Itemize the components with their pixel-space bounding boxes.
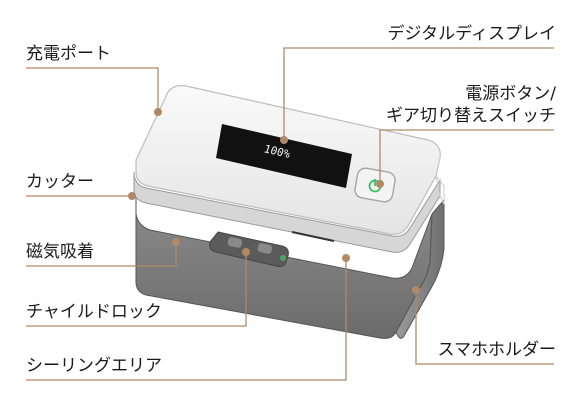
display-screen — [216, 124, 352, 188]
leader-sealing-area — [26, 258, 347, 381]
display-readout: 100% — [262, 143, 292, 161]
leader-magnetic — [26, 242, 177, 267]
dot-digital-display — [280, 136, 288, 144]
label-child-lock: チャイルドロック — [26, 302, 162, 322]
leader-digital-display — [283, 47, 554, 140]
device-lid-end — [427, 139, 445, 205]
label-digital-display: デジタルディスプレイ — [387, 24, 556, 44]
label-phone-holder: スマホホルダー — [437, 340, 557, 360]
leader-power-button — [379, 129, 554, 184]
label-magnetic: 磁気吸着 — [26, 242, 94, 262]
leader-lines — [26, 47, 554, 381]
cutter-slot — [291, 231, 335, 242]
dot-child-lock — [242, 248, 250, 256]
power-button[interactable] — [354, 167, 397, 203]
dot-magnetic — [172, 238, 180, 246]
dot-charging-port — [154, 108, 162, 116]
leader-dots — [128, 108, 420, 294]
dot-sealing-area — [342, 254, 350, 262]
child-lock-slider[interactable] — [209, 231, 289, 267]
label-cutter: カッター — [26, 172, 94, 192]
leader-child-lock — [26, 252, 247, 327]
dot-power-button — [376, 180, 384, 188]
label-power-button-line1: 電源ボタン/ — [465, 84, 556, 104]
dot-phone-holder — [412, 286, 420, 294]
leader-phone-holder — [415, 290, 554, 365]
device-base-end — [395, 198, 445, 339]
dot-cutter — [128, 192, 136, 200]
label-charging-port: 充電ポート — [26, 44, 111, 64]
label-sealing-area: シーリングエリア — [26, 356, 162, 376]
leader-charging-port — [26, 67, 159, 112]
label-power-button-line2: ギア切り替えスイッチ — [386, 106, 556, 126]
